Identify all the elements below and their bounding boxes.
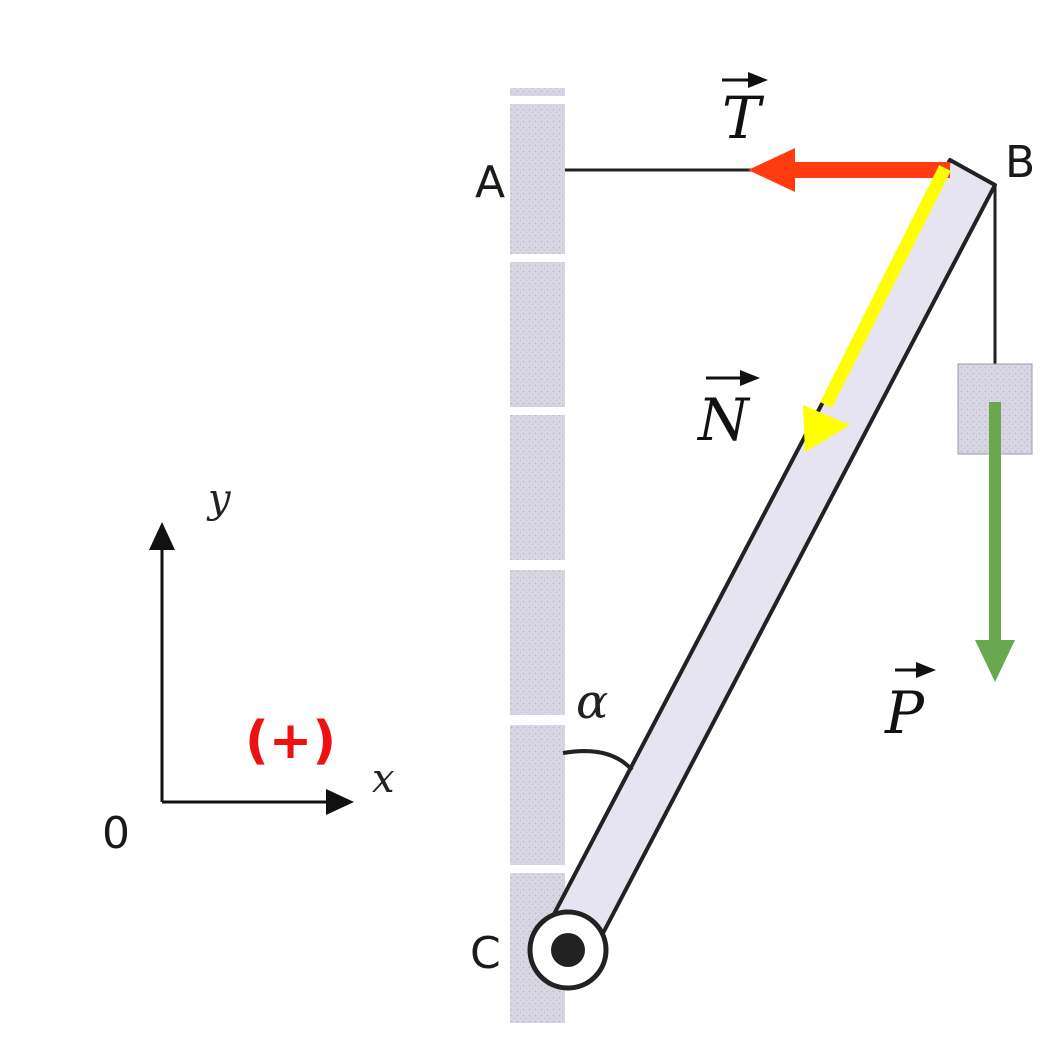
positive-direction-label: (+): [245, 711, 336, 771]
y-axis-label: y: [206, 476, 232, 522]
beam: [541, 158, 997, 939]
origin-label: 0: [102, 808, 130, 859]
normal-label: N: [696, 370, 760, 454]
wall-segment: [510, 104, 565, 254]
wall-segment: [510, 570, 565, 715]
tension-arrow: [748, 148, 950, 192]
tension-label-text: T: [722, 84, 765, 152]
wall-segment: [510, 415, 565, 560]
pivot-hinge: [527, 909, 609, 991]
normal-label-text: N: [696, 386, 751, 454]
wall-segment: [510, 725, 565, 865]
wall-segment: [510, 262, 565, 407]
weight-label-text: P: [884, 679, 925, 747]
angle-arc: [562, 749, 634, 772]
point-a-label: A: [475, 157, 505, 208]
wall-segment: [510, 88, 565, 96]
weight-arrow: [975, 402, 1015, 682]
point-b-label: B: [1005, 137, 1035, 188]
weight-label: P: [884, 662, 936, 747]
tension-label: T: [722, 72, 768, 152]
x-axis-arrowhead: [326, 789, 354, 815]
coordinate-axes: [149, 522, 354, 815]
point-c-label: C: [470, 928, 501, 979]
normal-arrow: [803, 165, 951, 452]
angle-label: α: [576, 674, 608, 730]
x-axis-label: x: [372, 756, 395, 802]
wall: [510, 88, 565, 1023]
y-axis-arrowhead: [149, 522, 175, 550]
